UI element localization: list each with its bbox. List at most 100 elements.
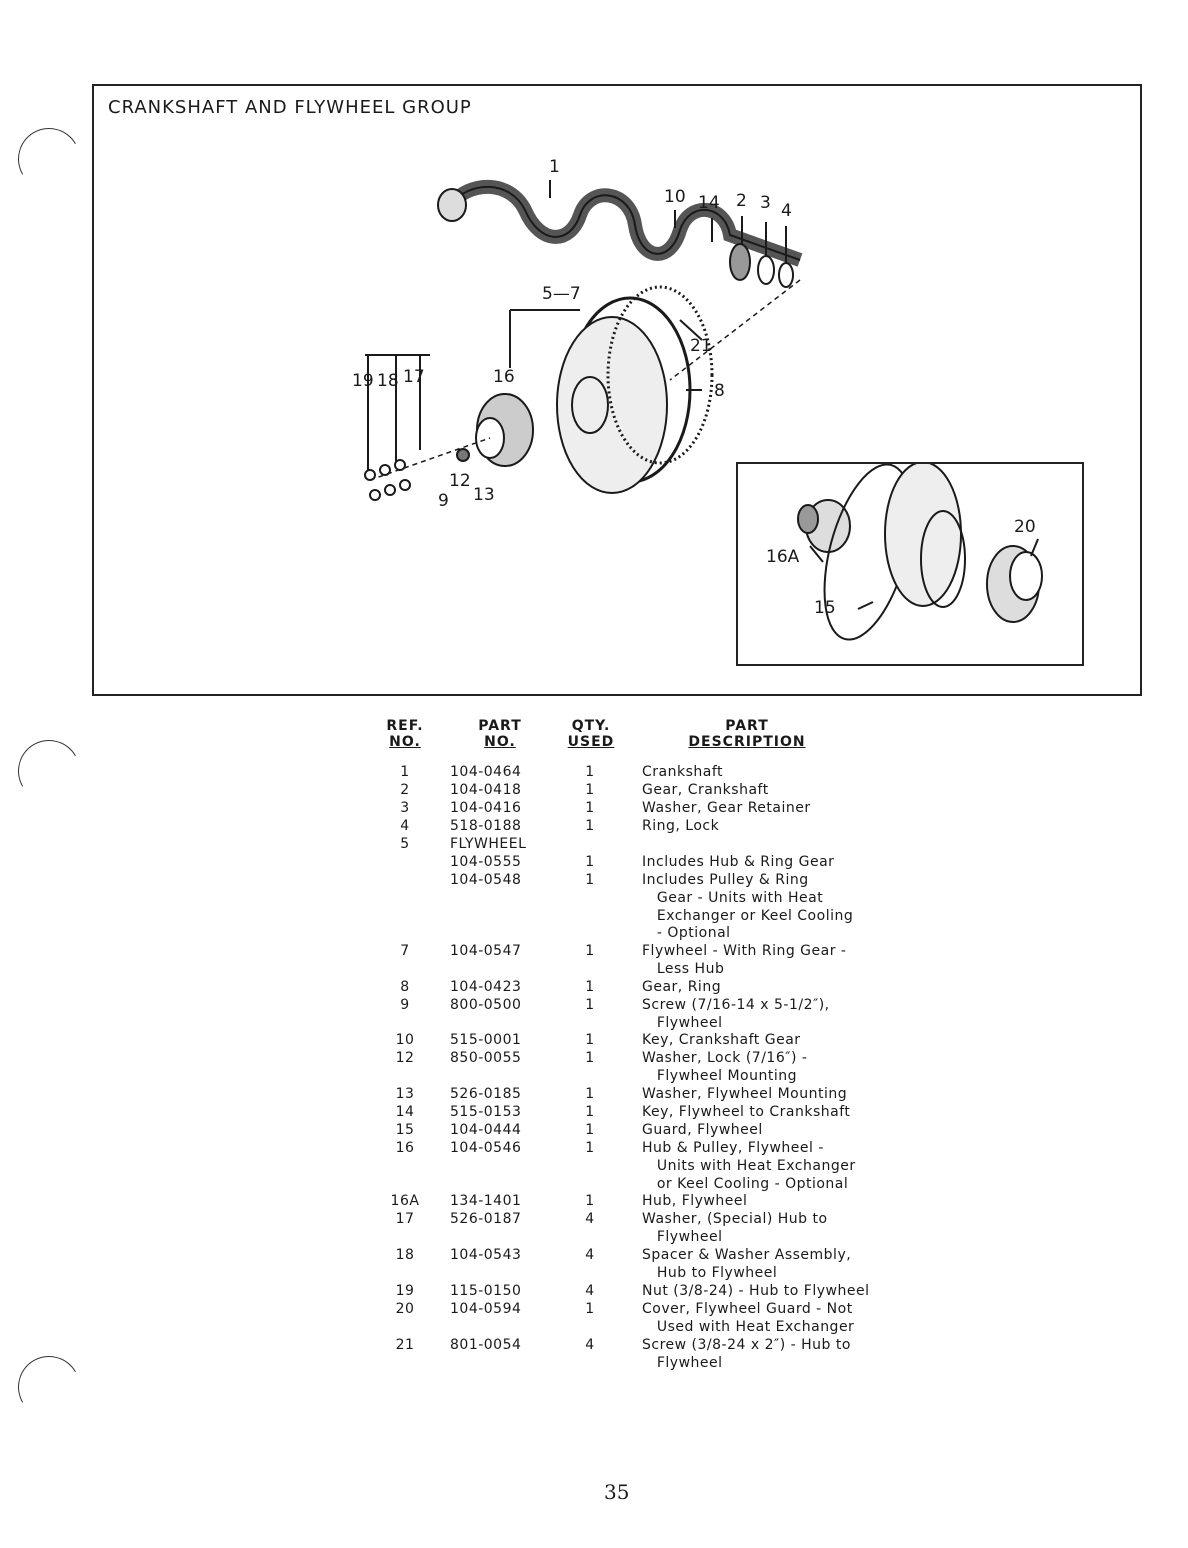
ref-no: 21	[395, 1337, 415, 1353]
qty-used: 1	[585, 1104, 595, 1120]
callout-13: 13	[473, 485, 495, 505]
part-description: Gear, Crankshaft	[642, 782, 769, 798]
inset-detail-box	[736, 461, 1084, 666]
ref-no: 14	[395, 1104, 415, 1120]
part-no: FLYWHEEL	[450, 836, 527, 852]
ref-no: 18	[395, 1247, 415, 1263]
header-desc-line1: PART	[725, 718, 769, 734]
part-description: Spacer & Washer Assembly, Hub to Flywhee…	[642, 1247, 852, 1281]
header-qty-used: QTY. USED	[564, 718, 618, 750]
qty-used: 1	[585, 1086, 595, 1102]
qty-used: 1	[585, 800, 595, 816]
part-no: 801-0054	[450, 1337, 522, 1353]
ref-no: 16A	[390, 1193, 420, 1209]
illustration-frame	[92, 84, 1142, 696]
part-description: Hub, Flywheel	[642, 1193, 748, 1209]
part-no: 104-0444	[450, 1122, 522, 1138]
callout-20: 20	[1014, 517, 1036, 537]
ref-no: 5	[400, 836, 410, 852]
callout-9: 9	[438, 491, 449, 511]
callout-17: 17	[403, 367, 425, 387]
part-no: 526-0187	[450, 1211, 522, 1227]
qty-used: 1	[585, 997, 595, 1013]
part-description: Washer, Flywheel Mounting	[642, 1086, 848, 1102]
header-ref-line2: NO.	[389, 734, 421, 750]
page-title: CRANKSHAFT AND FLYWHEEL GROUP	[108, 97, 472, 118]
part-no: 518-0188	[450, 818, 522, 834]
callout-21: 21	[690, 336, 712, 356]
part-description: Cover, Flywheel Guard - Not Used with He…	[642, 1301, 855, 1335]
part-no: 104-0418	[450, 782, 522, 798]
part-no: 515-0001	[450, 1032, 522, 1048]
part-description: Gear, Ring	[642, 979, 722, 995]
callout-4: 4	[781, 201, 792, 221]
callout-14: 14	[698, 193, 720, 213]
part-no: 104-0548	[450, 872, 522, 888]
qty-used: 1	[585, 979, 595, 995]
header-qty-line2: USED	[567, 734, 615, 750]
ref-no: 7	[400, 943, 410, 959]
qty-used: 1	[585, 854, 595, 870]
part-description: Nut (3/8-24) - Hub to Flywheel	[642, 1283, 870, 1299]
part-description: Includes Hub & Ring Gear	[642, 854, 835, 870]
ref-no: 3	[400, 800, 410, 816]
ref-no: 4	[400, 818, 410, 834]
callout-18: 18	[377, 371, 399, 391]
callout-12: 12	[449, 471, 471, 491]
callout-1: 1	[549, 157, 560, 177]
qty-used: 1	[585, 1140, 595, 1156]
part-no: 104-0555	[450, 854, 522, 870]
qty-used: 1	[585, 1050, 595, 1066]
ref-no: 8	[400, 979, 410, 995]
qty-used: 1	[585, 1193, 595, 1209]
part-no: 104-0464	[450, 764, 522, 780]
header-ref-no: REF. NO.	[380, 718, 430, 750]
header-part-line2: NO.	[484, 734, 516, 750]
part-no: 800-0500	[450, 997, 522, 1013]
part-description: Washer, (Special) Hub to Flywheel	[642, 1211, 828, 1245]
qty-used: 1	[585, 1122, 595, 1138]
qty-used: 4	[585, 1337, 595, 1353]
header-part-no: PART NO.	[472, 718, 528, 750]
ref-no: 9	[400, 997, 410, 1013]
part-description: Guard, Flywheel	[642, 1122, 763, 1138]
ref-no: 19	[395, 1283, 415, 1299]
ref-no: 12	[395, 1050, 415, 1066]
callout-16: 16	[493, 367, 515, 387]
qty-used: 4	[585, 1283, 595, 1299]
qty-used: 1	[585, 872, 595, 888]
ref-no: 1	[400, 764, 410, 780]
part-description: Flywheel - With Ring Gear - Less Hub	[642, 943, 847, 977]
ref-no: 20	[395, 1301, 415, 1317]
callout-5-7: 5—7	[542, 284, 581, 304]
binder-hole-bottom	[11, 1349, 87, 1425]
callout-19: 19	[352, 371, 374, 391]
callout-16a: 16A	[766, 547, 800, 567]
part-no: 104-0423	[450, 979, 522, 995]
header-qty-line1: QTY.	[571, 718, 611, 734]
part-no: 850-0055	[450, 1050, 522, 1066]
part-no: 104-0543	[450, 1247, 522, 1263]
qty-used: 4	[585, 1211, 595, 1227]
header-part-description: PART DESCRIPTION	[672, 718, 822, 750]
binder-hole-top	[11, 121, 87, 197]
part-no: 104-0547	[450, 943, 522, 959]
inset-diagram	[797, 461, 1043, 641]
part-description: Ring, Lock	[642, 818, 720, 834]
qty-used: 1	[585, 943, 595, 959]
ref-no: 2	[400, 782, 410, 798]
part-no: 515-0153	[450, 1104, 522, 1120]
part-description: Screw (7/16-14 x 5-1/2″), Flywheel	[642, 997, 830, 1031]
binder-hole-middle	[11, 733, 87, 809]
qty-used: 1	[585, 818, 595, 834]
part-no: 104-0594	[450, 1301, 522, 1317]
qty-used: 4	[585, 1247, 595, 1263]
part-description: Screw (3/8-24 x 2″) - Hub to Flywheel	[642, 1337, 851, 1371]
ref-no: 10	[395, 1032, 415, 1048]
header-ref-line1: REF.	[386, 718, 424, 734]
part-no: 134-1401	[450, 1193, 522, 1209]
callout-15: 15	[814, 598, 836, 618]
ref-no: 13	[395, 1086, 415, 1102]
qty-used: 1	[585, 1301, 595, 1317]
part-no: 104-0546	[450, 1140, 522, 1156]
